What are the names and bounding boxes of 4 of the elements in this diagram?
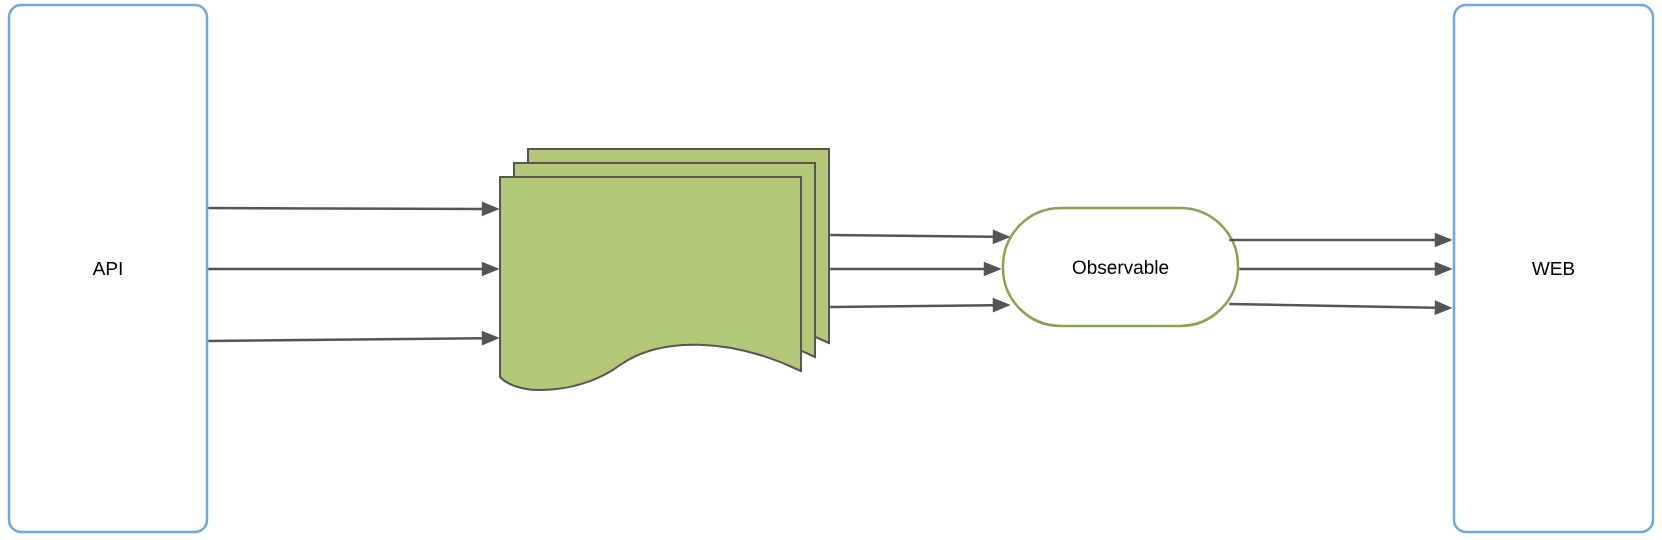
process-box: WEB	[1452, 3, 1655, 534]
document-stack	[499, 148, 830, 392]
rounded-box: Observable	[1001, 206, 1240, 328]
process-box: API	[7, 3, 209, 534]
